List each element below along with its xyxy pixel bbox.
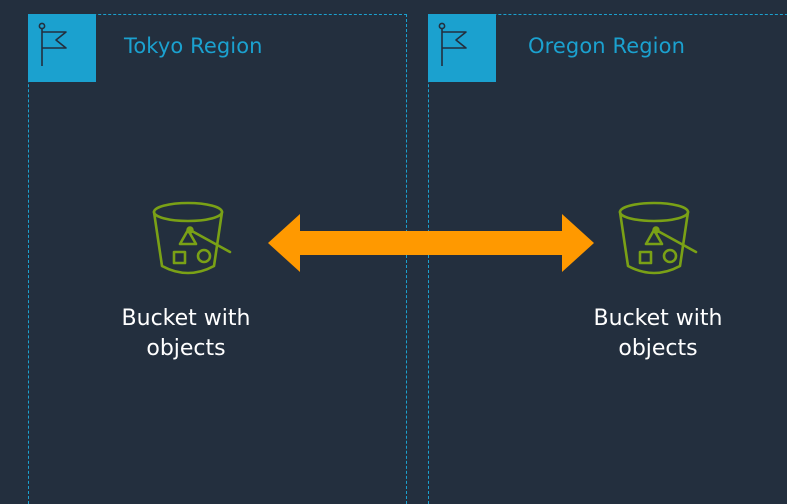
- bidirectional-arrow-icon: [268, 214, 594, 272]
- bucket-label-oregon: Bucket with objects: [558, 304, 758, 364]
- region-title-tokyo: Tokyo Region: [124, 34, 263, 58]
- region-group-tokyo: [28, 14, 407, 504]
- flag-icon: [28, 14, 96, 82]
- bucket-label-line1: Bucket with: [121, 306, 251, 331]
- region-group-oregon: [428, 14, 787, 504]
- bucket-label-line1: Bucket with: [593, 306, 723, 331]
- flag-icon: [428, 14, 496, 82]
- bucket-label-line2: objects: [618, 336, 698, 361]
- bucket-label-tokyo: Bucket with objects: [86, 304, 286, 364]
- region-title-oregon: Oregon Region: [528, 34, 685, 58]
- bucket-with-objects-icon: [614, 196, 700, 286]
- bucket-with-objects-icon: [148, 196, 234, 286]
- bucket-label-line2: objects: [146, 336, 226, 361]
